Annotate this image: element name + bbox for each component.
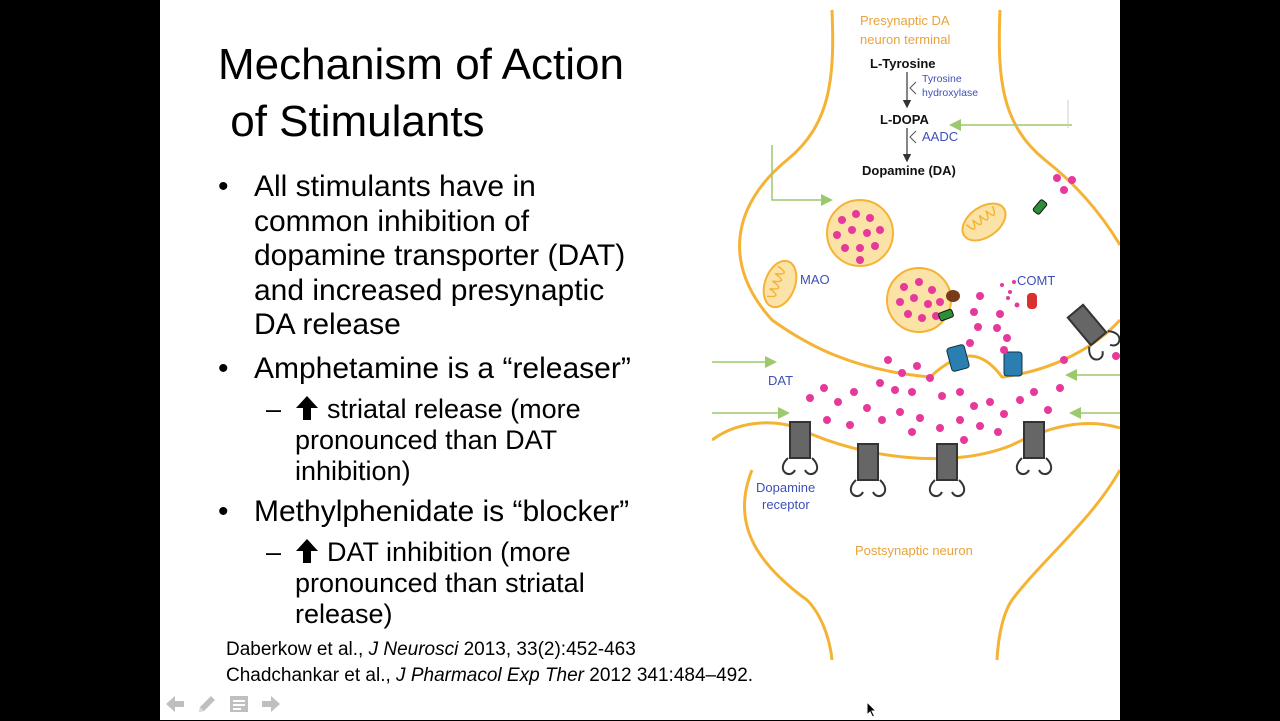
bullet-text: Methylphenidate is “blocker” [254,495,629,530]
reference-journal: J Neurosci [368,639,459,660]
mitochondrion [762,259,798,309]
mouse-pointer-icon [866,701,878,718]
reference: Chadchankar et al., J Pharmacol Exp Ther… [226,664,753,688]
pen-tool-button[interactable] [195,692,219,716]
vesicle [886,267,952,333]
receptor-label: Dopamine [756,480,815,495]
up-arrow-icon [296,396,318,420]
reference: Daberkow et al., J Neurosci 2013, 33(2):… [226,638,636,662]
sub-bullet-symbol: – [266,537,282,567]
enzyme-label: hydroxylase [922,87,978,99]
presynaptic-membrane [997,9,1120,246]
postsynaptic-label: Postsynaptic neuron [855,543,973,558]
sub-bullet-line: pronounced than striatal [295,568,585,598]
sub-bullet-line-text: DAT inhibition (more [327,537,571,567]
mao-label: MAO [800,272,830,287]
comt-label: COMT [1017,273,1055,288]
synapse-diagram: Presynaptic DA neuron terminal L-Tyrosin… [712,9,1120,661]
vmat-transporter [938,199,1048,322]
dat-transporter [946,344,1023,377]
aadc-label: AADC [922,129,958,144]
slide-title: Mechanism of Action of Stimulants [218,36,624,150]
reference-details: 2012 341:484–492. [584,665,754,686]
sub-bullet-line: DAT inhibition (more [295,537,585,568]
sub-bullet-symbol: – [266,394,282,424]
postsynaptic-membrane [742,469,834,661]
reference-journal: J Pharmacol Exp Ther [396,665,585,686]
next-slide-button[interactable] [259,692,283,716]
bullet-line: DA release [254,308,401,341]
bullet-line: dopamine transporter (DAT) [254,239,626,272]
comt-enzyme [1027,293,1037,309]
dopamine-receptor [781,303,1120,498]
next-arrow-icon [262,696,280,712]
postsynaptic-membrane [995,469,1120,661]
reference-authors: Daberkow et al., [226,639,369,660]
up-arrow-icon [296,539,318,563]
bullet-text: Amphetamine is a “releaser” [254,352,631,387]
sub-bullet-line: release) [295,599,393,629]
title-line: Mechanism of Action [218,40,624,89]
reference-authors: Chadchankar et al., [226,665,397,686]
bullet-line: common inhibition of [254,204,530,238]
previous-slide-button[interactable] [163,692,187,716]
slide-menu-icon [230,696,248,712]
vesicle [826,199,894,267]
dopamine-label: Dopamine (DA) [862,163,956,178]
previous-arrow-icon [166,696,184,712]
bullet-line: Amphetamine is a “releaser” [254,352,631,385]
bullet-symbol: • [218,170,229,203]
title-line: of Stimulants [218,97,485,146]
bullet-line: All stimulants have in [254,170,536,203]
enzyme-label: Tyrosine [922,73,962,85]
tyrosine-label: L-Tyrosine [870,56,936,71]
pen-icon [199,696,215,712]
sub-bullet-line-text: striatal release (more [327,394,581,424]
reference-details: 2013, 33(2):452-463 [458,639,636,660]
presynaptic-label: Presynaptic DA [860,13,950,28]
bullet-symbol: • [218,352,229,385]
bullet-line: Methylphenidate is “blocker” [254,495,630,528]
ldopa-label: L-DOPA [880,112,929,127]
sub-bullet-line: striatal release (more [295,394,581,425]
receptor-label: receptor [762,497,810,512]
sub-bullet-line: inhibition) [295,456,411,486]
mao-enzyme [946,290,960,302]
bullet-symbol: • [218,495,229,528]
sub-bullet-line: pronounced than DAT [295,425,558,455]
postsynaptic-membrane [712,421,1120,461]
mitochondrion [961,202,1007,242]
presynaptic-label: neuron terminal [860,32,950,47]
dat-label: DAT [768,373,793,388]
slide: Mechanism of Action of Stimulants • All … [160,0,1120,720]
slide-menu-button[interactable] [227,692,251,716]
bullet-line: and increased presynaptic [254,273,605,307]
dopamine-molecules [806,174,1120,444]
